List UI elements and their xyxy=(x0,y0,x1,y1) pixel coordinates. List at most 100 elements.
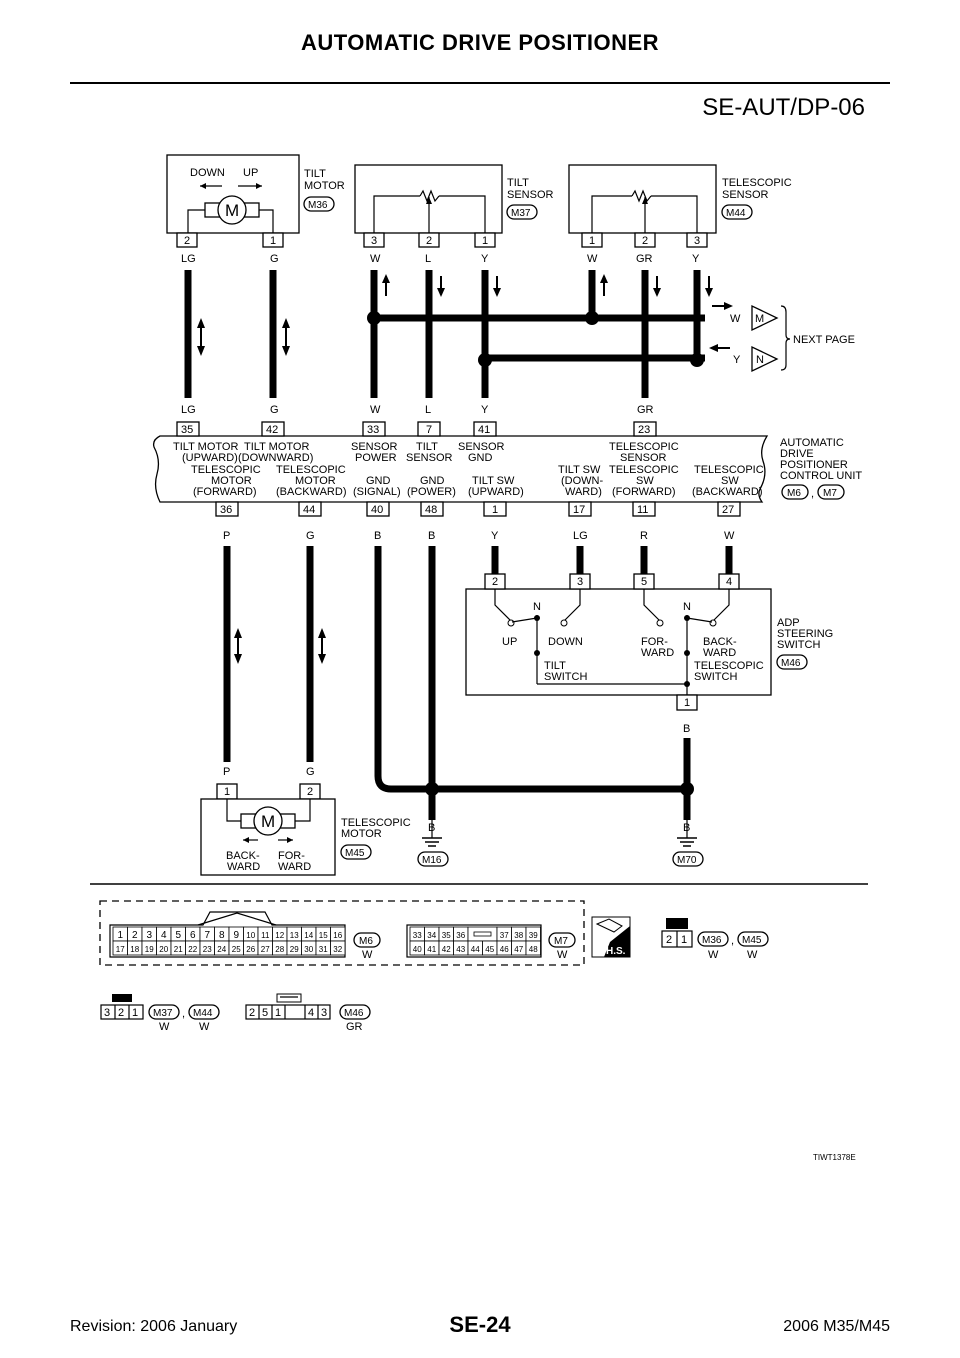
cu-bot-color-p: P xyxy=(223,530,230,542)
footer-model: 2006 M35/M45 xyxy=(783,1318,890,1335)
tilt-sensor-label-2: SENSOR xyxy=(507,189,554,201)
tilt-sensor-connector: M37 xyxy=(511,208,531,219)
tele-sensor-color-gr: GR xyxy=(636,253,653,265)
m6-top-pin-label: 13 xyxy=(290,931,299,940)
cv-m37-pin-2: 2 xyxy=(118,1007,124,1019)
m6-top-pin-label: 2 xyxy=(132,930,138,941)
cu-bot-color-g: G xyxy=(306,530,315,542)
cv-m7: M7 xyxy=(554,936,568,947)
tele-sensor-pin-1: 1 xyxy=(589,235,595,247)
m6-top-pin-label: 7 xyxy=(204,930,210,941)
cu-connector-m6: M6 xyxy=(787,488,801,499)
m6-top-pin-label: 15 xyxy=(319,931,328,940)
cu-fn-gnd-signal-1: GND xyxy=(366,475,391,487)
cv-m36-pin-1: 1 xyxy=(681,934,687,946)
tilt-sensor-color-w: W xyxy=(370,253,381,265)
cu-bot-pin-40: 40 xyxy=(371,504,383,516)
m7-bot-pin-label: 45 xyxy=(485,945,494,954)
cu-top-pin-23: 23 xyxy=(638,424,650,436)
tilt-motor-label-1: TILT xyxy=(304,168,326,180)
ss-tele-n: N xyxy=(683,601,691,613)
tilt-sensor-pin-1: 1 xyxy=(482,235,488,247)
cv-m37-sep: , xyxy=(182,1008,185,1020)
cu-fn-tilt-motor-dn-1: TILT MOTOR xyxy=(244,441,309,453)
cu-top-pins: LG G W L Y GR 35 42 33 7 41 23 xyxy=(176,404,657,437)
tm-fwd-2: WARD xyxy=(278,861,311,873)
m7-top-pin-label: 35 xyxy=(442,931,451,940)
m7-top-key xyxy=(467,926,498,942)
cv-m45-color: W xyxy=(747,949,758,961)
cu-fn-tmf-3: (FORWARD) xyxy=(193,486,257,498)
ground-m16: B M16 xyxy=(417,820,449,867)
cu-connector-sep: , xyxy=(811,488,814,500)
tele-sensor-label-1: TELESCOPIC xyxy=(722,177,792,189)
m6-bot-pin-label: 31 xyxy=(319,945,328,954)
ss-connector: M46 xyxy=(781,658,801,669)
m6-bot-pin-label: 23 xyxy=(203,945,212,954)
m7-top-pin-label: 39 xyxy=(529,931,538,940)
cv-m7-color: W xyxy=(557,949,568,961)
tele-sensor-color-w: W xyxy=(587,253,598,265)
m6-bot-pin-label: 22 xyxy=(188,945,197,954)
cu-fn-tsw-b-2: SW xyxy=(721,475,739,487)
m6-bot-pin-label: 25 xyxy=(232,945,241,954)
m6-bot-pin-label: 28 xyxy=(275,945,284,954)
ss-forward-2: WARD xyxy=(641,647,674,659)
footer-revision: Revision: 2006 January xyxy=(70,1318,238,1335)
cu-fn-gnd-signal-2: (SIGNAL) xyxy=(353,486,401,498)
m7-top-pin-label: 33 xyxy=(413,931,422,940)
cu-bot-pin-27: 27 xyxy=(722,504,734,516)
tm-pin-2: 2 xyxy=(307,786,313,798)
m6-bot-pin-label: 21 xyxy=(174,945,183,954)
ss-tele-2: SWITCH xyxy=(694,671,737,683)
cu-label-3: POSITIONER xyxy=(780,459,848,471)
ss-label-2: STEERING xyxy=(777,628,833,640)
next-page-label: NEXT PAGE xyxy=(793,334,855,346)
cu-fn-sensor-power-2: POWER xyxy=(355,452,397,464)
next-page-m-tag: M xyxy=(755,313,764,325)
tilt-sensor-label-1: TILT xyxy=(507,177,529,189)
ss-ground-pin: 1 xyxy=(684,697,690,709)
tm-connector: M45 xyxy=(345,848,365,859)
m6-top-pin-label: 5 xyxy=(175,930,181,941)
cu-top-color-y: Y xyxy=(481,404,489,416)
cu-bot-pin-44: 44 xyxy=(303,504,315,516)
ss-label-1: ADP xyxy=(777,617,800,629)
cu-top-pin-42: 42 xyxy=(266,424,278,436)
cv-m6: M6 xyxy=(359,936,373,947)
m6-bot-pin-label: 32 xyxy=(333,945,342,954)
next-page-block: W M Y N NEXT PAGE xyxy=(730,304,855,373)
cv-m46-pin-2: 2 xyxy=(249,1007,255,1019)
m7-bot-pin-label: 47 xyxy=(514,945,523,954)
m6-top-pin-label: 3 xyxy=(146,930,152,941)
cu-top-color-gr: GR xyxy=(637,404,654,416)
hs-label: H.S. xyxy=(606,946,626,957)
cu-fn-tmb-1: TELESCOPIC xyxy=(276,464,346,476)
figure-id: TIWT1378E xyxy=(813,1153,856,1162)
tilt-motor-connector: M36 xyxy=(308,200,328,211)
cv-m46-pin-4: 4 xyxy=(308,1007,314,1019)
cv-m36: M36 xyxy=(702,935,722,946)
tm-pin-1: 1 xyxy=(224,786,230,798)
cu-fn-tmb-3: (BACKWARD) xyxy=(276,486,346,498)
tilt-motor-color-lg: LG xyxy=(181,253,196,265)
ss-tilt-n: N xyxy=(533,601,541,613)
cu-top-pin-35: 35 xyxy=(181,424,193,436)
ss-tele-1: TELESCOPIC xyxy=(694,660,764,672)
tilt-motor-label-2: MOTOR xyxy=(304,180,345,192)
cu-fn-sensor-power-1: SENSOR xyxy=(351,441,398,453)
m6-top-pin-label: 11 xyxy=(261,931,270,940)
cu-bot-pin-36: 36 xyxy=(220,504,232,516)
cu-fn-tsw-f-1: TELESCOPIC xyxy=(609,464,679,476)
diagram-code: SE-AUT/DP-06 xyxy=(702,94,865,121)
cu-fn-tsw-f-3: (FORWARD) xyxy=(612,486,676,498)
m6-top-pin-label: 4 xyxy=(161,930,167,941)
m6-bot-pin-label: 27 xyxy=(261,945,270,954)
cu-fn-tilt-sw-dn-3: WARD) xyxy=(565,486,602,498)
cu-bot-color-lg: LG xyxy=(573,530,588,542)
ss-down: DOWN xyxy=(548,636,583,648)
cu-top-pin-33: 33 xyxy=(367,424,379,436)
m7-bot-pin-label: 46 xyxy=(500,945,509,954)
